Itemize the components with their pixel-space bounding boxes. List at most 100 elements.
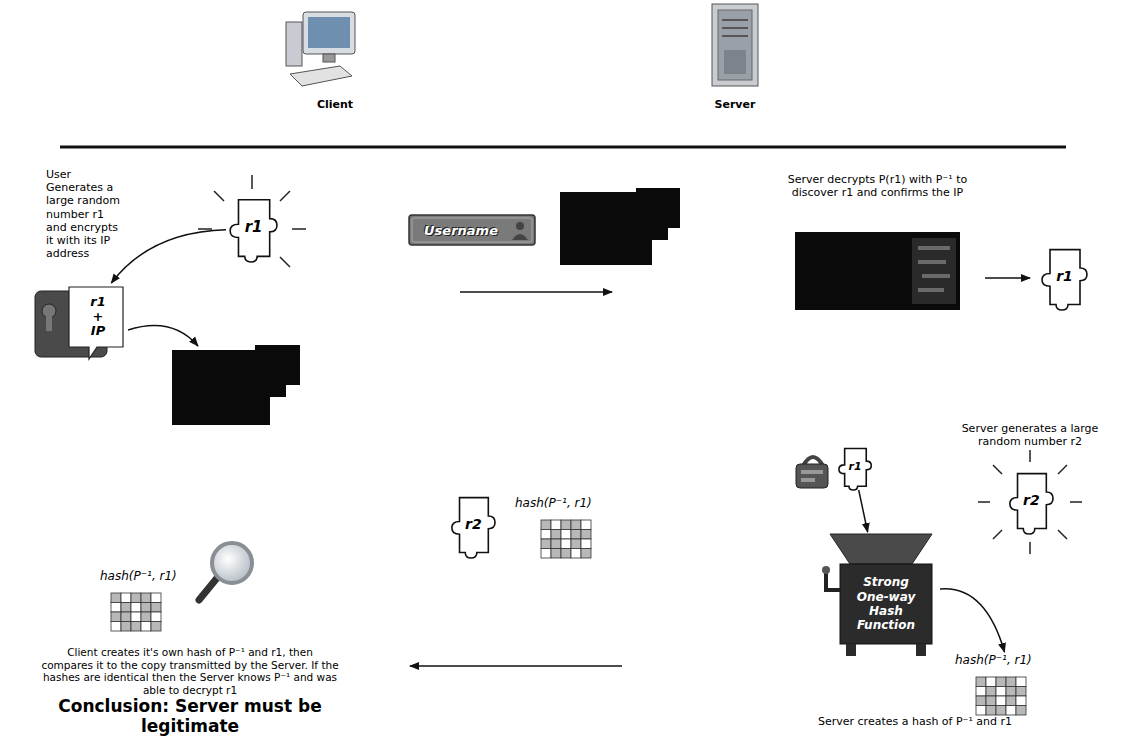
- ray: [1029, 542, 1031, 554]
- grid-cell: [141, 603, 151, 613]
- piece-label: r2: [1023, 493, 1040, 508]
- transmit-arrow: [460, 291, 612, 293]
- grid-cell: [976, 696, 986, 706]
- glass-lens: [212, 543, 252, 583]
- username-label: Username: [424, 223, 498, 238]
- grid-cell: [571, 520, 581, 530]
- machine-crank: [826, 572, 840, 590]
- grid-cell: [1016, 677, 1026, 687]
- private-key-overlay: [912, 238, 956, 304]
- hash-label: hash(P⁻¹, r1): [515, 495, 627, 511]
- key-body: [796, 464, 828, 488]
- message-bubble: [69, 287, 123, 359]
- ray: [280, 257, 290, 267]
- ray: [1029, 450, 1031, 462]
- ray: [978, 501, 990, 503]
- flow-arrow: [111, 230, 226, 283]
- piece-text-area: r1: [236, 201, 270, 254]
- bar-text-area: Username: [412, 214, 510, 246]
- grid-cell: [131, 603, 141, 613]
- puzzle-piece: r1: [226, 196, 278, 262]
- puzzle-piece-shape: [452, 498, 495, 558]
- monitor-screen: [308, 17, 350, 48]
- monitor: [303, 12, 355, 54]
- drive-slot: [722, 27, 748, 29]
- step-note: Client creates it's own hash of P⁻¹ and …: [40, 646, 340, 696]
- bar-inner-rim: [412, 218, 532, 242]
- user-body: [512, 234, 528, 240]
- puzzle-piece: r1: [1038, 246, 1088, 310]
- hash-grid: [110, 592, 162, 632]
- magnifying-glass: [199, 543, 252, 600]
- drive-slot: [722, 35, 748, 37]
- grid-cell: [976, 687, 986, 697]
- grid-cell: [581, 520, 591, 530]
- encrypted-key: [560, 188, 680, 265]
- grid-cell: [111, 603, 121, 613]
- hash-grid: [540, 519, 592, 559]
- flow-arrow: [859, 490, 868, 532]
- puzzle-piece-shape: [1010, 474, 1053, 534]
- party-label: Client: [295, 98, 375, 111]
- grid-cell: [571, 549, 581, 559]
- puzzle-piece: r2: [1006, 470, 1054, 534]
- hash-machine: Strong One-way Hash Function: [822, 532, 940, 657]
- grid-cell: [551, 539, 561, 549]
- user-head: [516, 222, 524, 230]
- grid-cell: [976, 677, 986, 687]
- machine-hopper: [830, 534, 932, 564]
- grid-cell: [121, 593, 131, 603]
- key-mark: [801, 478, 815, 482]
- grid-cell: [551, 530, 561, 540]
- grid-cell: [986, 677, 996, 687]
- grid-cell: [551, 520, 561, 530]
- grid-cell: [1006, 677, 1016, 687]
- grid-cell: [141, 622, 151, 632]
- ray: [1070, 501, 1082, 503]
- ray: [292, 228, 306, 230]
- hash-grid: [975, 676, 1027, 716]
- server-case: [712, 4, 758, 86]
- divider-line: [60, 146, 1066, 149]
- piece-label: r2: [465, 517, 482, 532]
- piece-text-area: r1: [843, 450, 867, 485]
- machine-body: [840, 564, 932, 644]
- grid-cell: [1016, 706, 1026, 716]
- grid-cell: [131, 622, 141, 632]
- transmit-arrow: [410, 665, 622, 667]
- grid-cell: [986, 696, 996, 706]
- step-note: Server decrypts P(r1) with P⁻¹ to discov…: [780, 173, 975, 199]
- grid-cell: [151, 593, 161, 603]
- flow-arrow: [128, 326, 198, 346]
- piece-label: r1: [1056, 269, 1073, 284]
- grid-cell: [1006, 687, 1016, 697]
- step-note: Server generates a large random number r…: [945, 422, 1115, 448]
- machine-text-area: Strong One-way Hash Function: [842, 566, 930, 642]
- grid-cell: [1016, 696, 1026, 706]
- grid-cell: [121, 622, 131, 632]
- piece-label: r1: [245, 219, 263, 236]
- piece-text-area: r1: [1048, 251, 1081, 302]
- grid-cell: [141, 593, 151, 603]
- card-text-area: r1 + IP: [73, 289, 123, 345]
- grid-cell: [561, 549, 571, 559]
- ray: [1058, 530, 1067, 539]
- ray: [993, 530, 1002, 539]
- private-key-icon: [796, 457, 828, 488]
- grid-cell: [571, 530, 581, 540]
- server-panel: [718, 10, 752, 80]
- grid-cell: [131, 593, 141, 603]
- lock-keyway: [46, 317, 52, 331]
- conclusion-text: Conclusion: Server must be legitimate: [40, 696, 340, 737]
- piece-text-area: r2: [458, 499, 490, 550]
- encrypted-key: [172, 345, 300, 425]
- sparkle-rays: [978, 450, 1082, 554]
- grid-cell: [541, 520, 551, 530]
- machine-label: Strong One-way Hash Function: [848, 575, 924, 633]
- grid-cell: [151, 622, 161, 632]
- drive-slot: [722, 19, 748, 21]
- grid-cell: [986, 687, 996, 697]
- grid-cell: [996, 687, 1006, 697]
